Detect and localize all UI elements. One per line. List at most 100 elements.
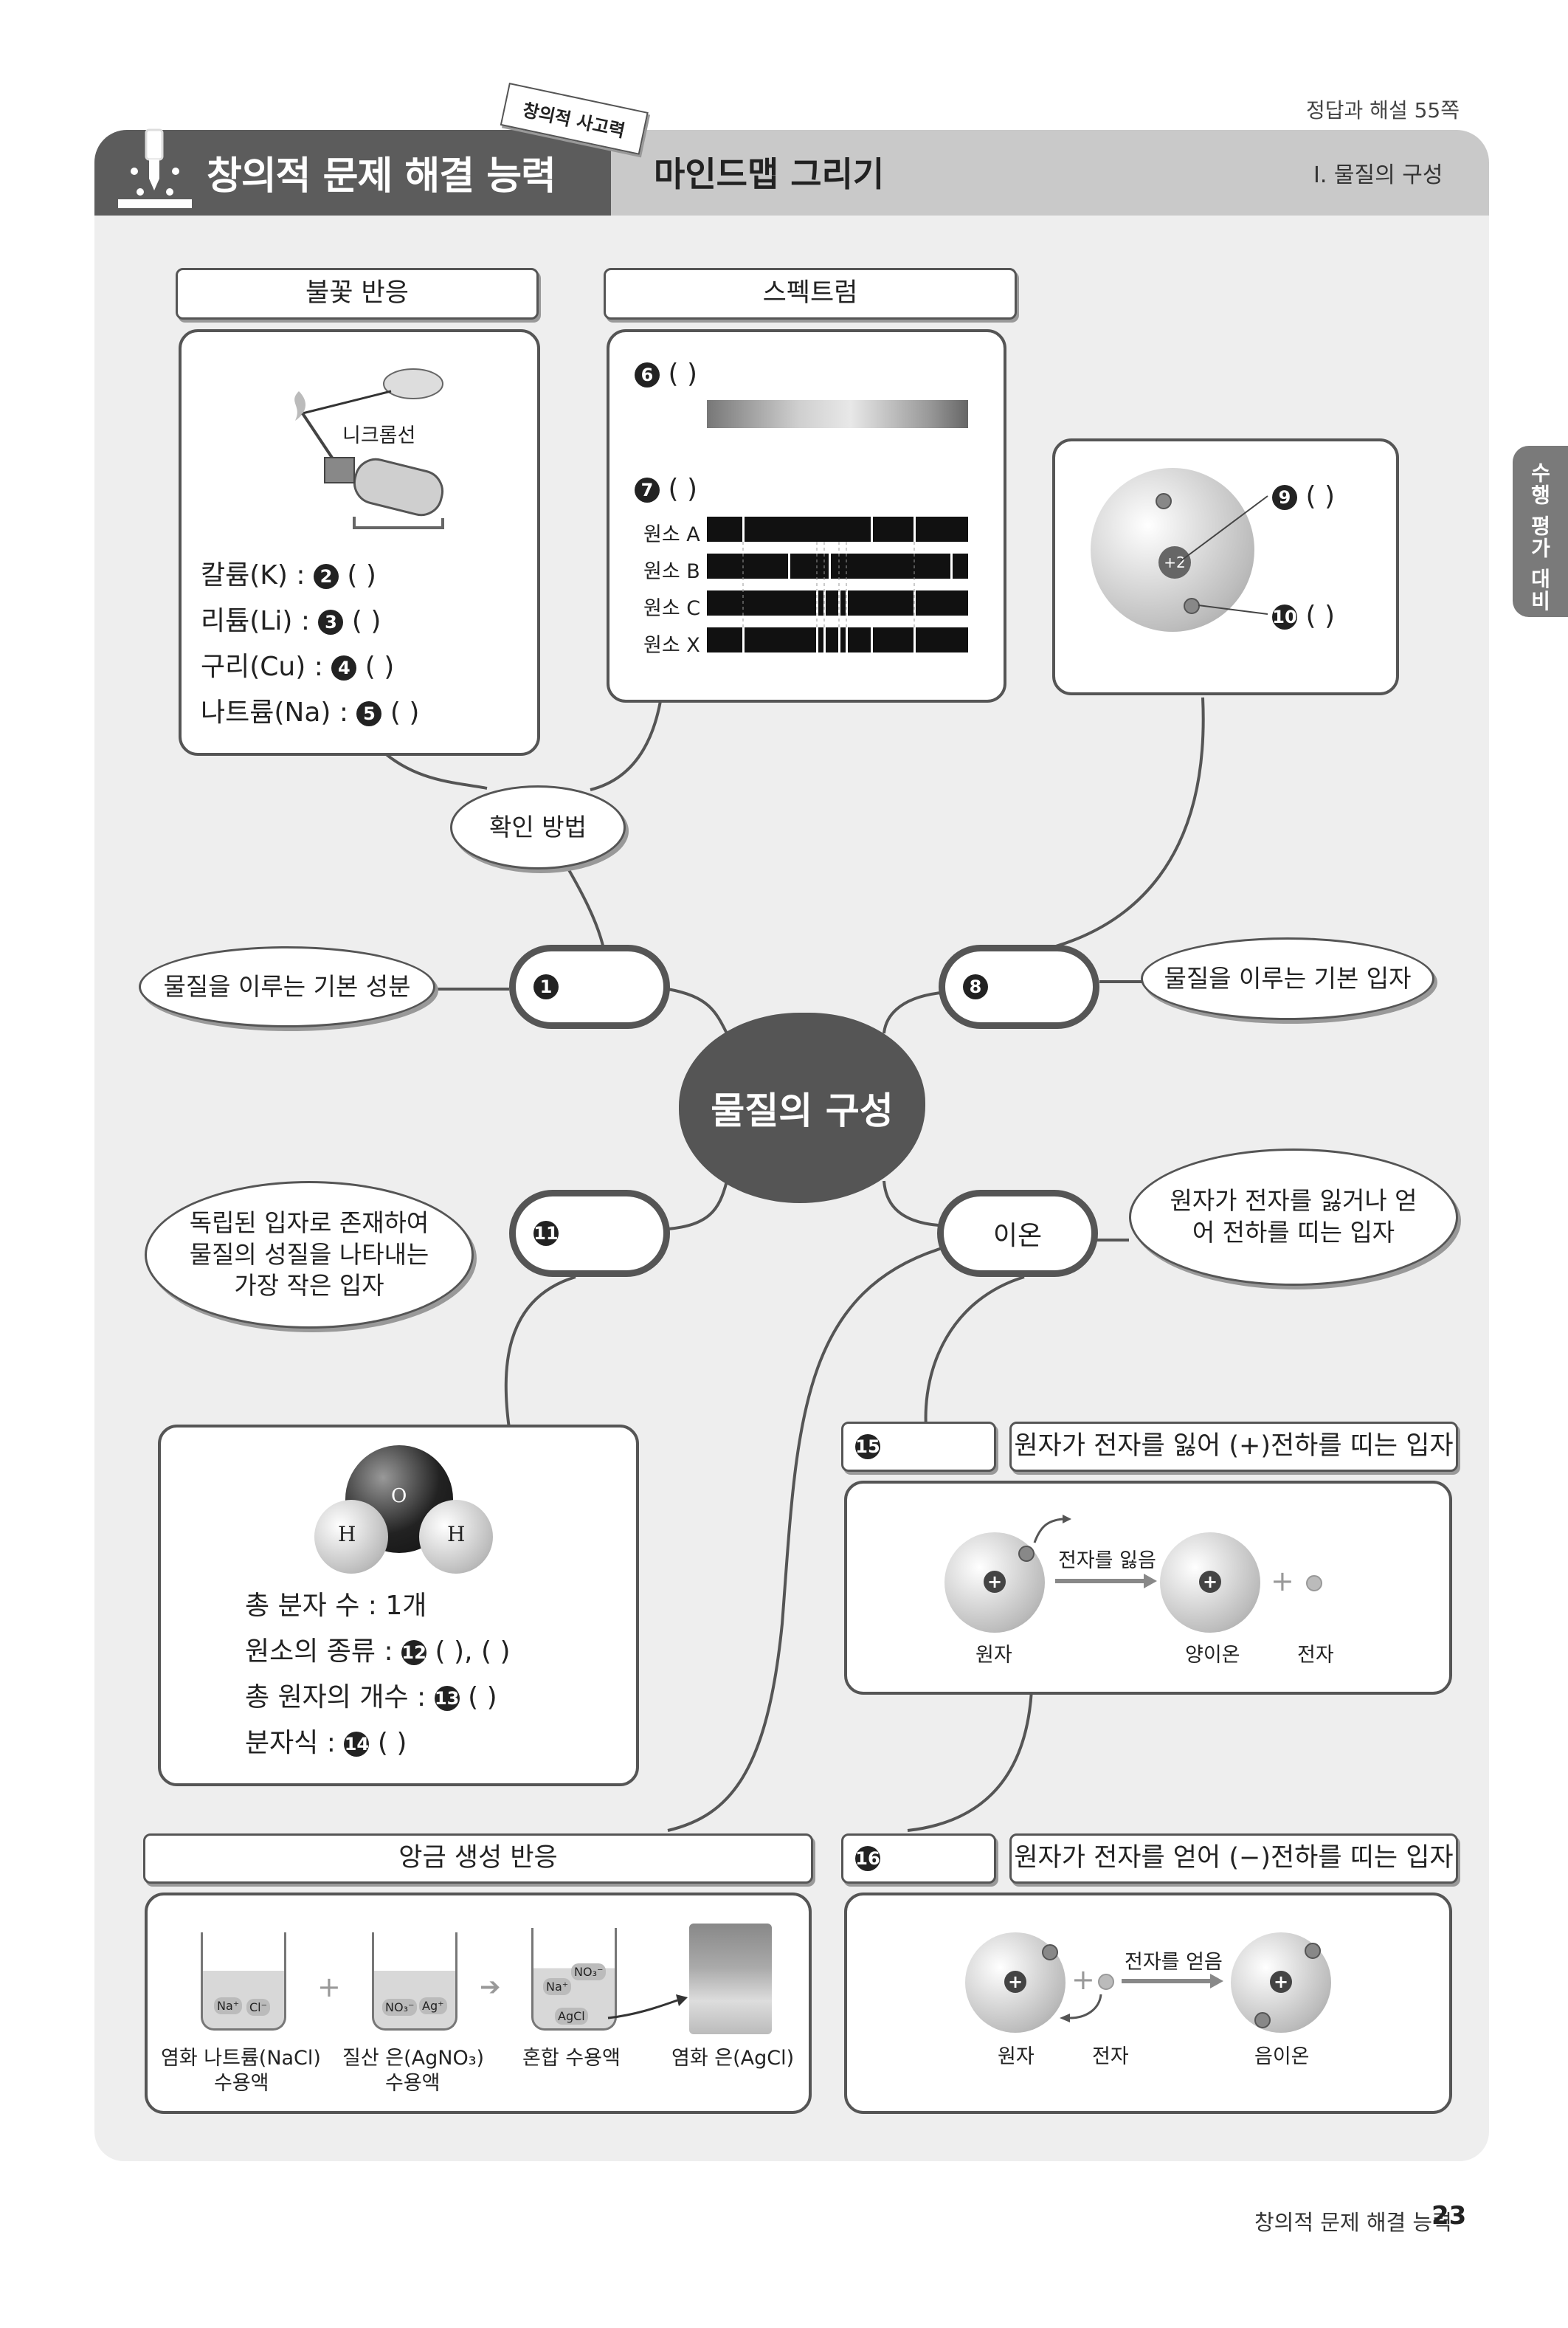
electron-icon	[1042, 1944, 1058, 1960]
cation-number-bar: 15	[841, 1422, 996, 1472]
question-number: 4	[331, 655, 357, 681]
footer-label: 창의적 문제 해결 능력	[1254, 2210, 1452, 2235]
answer-blank: ( )	[668, 359, 697, 389]
ion-label: Ag⁺	[419, 1997, 447, 2014]
nichrome-wire-label: 니크롬선	[342, 424, 416, 447]
page-subtitle: 마인드맵 그리기	[654, 154, 885, 194]
dropper-icon	[118, 127, 192, 208]
flame-item-label: 구리(Cu) :	[201, 652, 323, 682]
anion-definition: 원자가 전자를 얻어 (−)전하를 띠는 입자	[1009, 1833, 1458, 1884]
flame-item-cu: 구리(Cu) : 4 ( )	[201, 645, 394, 683]
flame-test-box	[179, 329, 540, 756]
water-formula: 분자식 : 14 ( )	[245, 1721, 407, 1760]
question-number: 2	[313, 564, 339, 589]
atom-pointer-lines	[1180, 495, 1268, 615]
question-number: 15	[855, 1434, 880, 1459]
atom-node: 8	[939, 945, 1099, 1029]
line-spectrum-x	[707, 627, 968, 652]
cation-definition: 원자가 전자를 잃어 (+)전하를 띠는 입자	[1009, 1422, 1458, 1472]
confirm-method-bubble: 확인 방법	[450, 785, 626, 869]
lose-electron-label: 전자를 잃음	[1058, 1549, 1156, 1572]
page-number: 23	[1431, 2201, 1467, 2231]
to-precipitate-arrow	[607, 1994, 688, 2019]
precipitate-label: 앙금 생성 반응	[143, 1833, 813, 1884]
question-number: 8	[963, 974, 988, 999]
electron-icon	[1305, 1943, 1321, 1959]
agcl-label: 염화 은(AgCl)	[671, 2047, 795, 2070]
anion-ion-label: 음이온	[1254, 2045, 1310, 2068]
anion-electron-label: 전자	[1092, 2045, 1129, 2068]
element-node: 1	[509, 945, 670, 1029]
lose-electron-arrow	[1033, 1515, 1157, 1588]
nucleus-charge: +2	[1164, 554, 1186, 571]
answer-blank: ( )	[351, 606, 381, 636]
answer-blank: ( )	[668, 474, 697, 504]
question-number: 12	[401, 1640, 427, 1665]
element-definition-bubble: 물질을 이루는 기본 성분	[139, 946, 435, 1027]
line-spectrum-b	[707, 554, 968, 579]
question-number: 13	[434, 1686, 460, 1711]
question-number: 9	[1272, 485, 1297, 510]
arrow-icon: ➔	[480, 1972, 501, 2002]
oxygen-label: O	[391, 1485, 407, 1507]
answer-blank: ( ), ( )	[435, 1636, 511, 1667]
question-number: 7	[635, 478, 660, 503]
question-number: 11	[533, 1221, 559, 1246]
flame-item-label: 칼륨(K) :	[201, 560, 305, 590]
question-number: 14	[344, 1732, 370, 1757]
atom-q9: 9 ( )	[1272, 481, 1335, 512]
answer-blank: ( )	[390, 698, 420, 728]
section-label: Ⅰ. 물질의 구성	[1313, 162, 1443, 188]
question-number: 10	[1272, 605, 1297, 630]
electron-icon	[1156, 493, 1172, 509]
hydrogen-atom-right	[419, 1500, 493, 1574]
atom-definition-bubble: 물질을 이루는 기본 입자	[1141, 937, 1434, 1020]
answer-blank: ( )	[468, 1682, 497, 1712]
anion-box	[844, 1893, 1452, 2114]
nucleus-icon: +	[1199, 1571, 1221, 1593]
spectrum-q7: 7 ( )	[635, 474, 697, 504]
plus-sign: +	[1271, 1565, 1294, 1597]
anion-number-bar: 16	[841, 1833, 996, 1884]
side-tab	[1513, 446, 1568, 617]
flame-item-li: 리튬(Li) : 3 ( )	[201, 599, 381, 638]
spectrum-row-label-c: 원소 C	[643, 597, 701, 620]
cation-atom-label: 원자	[975, 1644, 1012, 1667]
answer-blank: ( )	[1305, 601, 1335, 631]
molecule-node: 11	[509, 1190, 670, 1277]
question-number: 1	[533, 974, 559, 999]
nucleus-icon: +	[1270, 1971, 1292, 1993]
water-total-molecules: 총 분자 수 : 1개	[245, 1591, 427, 1621]
nacl-solution-label: 수용액	[214, 2072, 269, 2095]
ion-label: AgCl	[555, 2008, 588, 2025]
ion-node: 이온	[937, 1190, 1098, 1277]
burner-illustration	[266, 362, 457, 539]
ion-label: Na⁺	[543, 1978, 572, 1995]
spectrum-q6: 6 ( )	[635, 359, 697, 389]
water-element-types: 원소의 종류 : 12 ( ), ( )	[245, 1630, 510, 1668]
spectrum-row-label-a: 원소 A	[643, 523, 700, 546]
agno3-label: 질산 은(AgNO₃)	[342, 2047, 485, 2070]
mixture-label: 혼합 수용액	[522, 2047, 621, 2070]
spectrum-label: 스펙트럼	[604, 268, 1017, 320]
water-total-atoms: 총 원자의 개수 : 13 ( )	[245, 1676, 497, 1714]
anion-atom-label: 원자	[998, 2045, 1035, 2068]
hydrogen-label-right: H	[447, 1522, 466, 1546]
flame-item-label: 나트륨(Na) :	[201, 698, 349, 728]
beaker-agno3	[372, 1932, 457, 2031]
center-topic: 물질의 구성	[679, 1013, 925, 1203]
electron-icon	[1098, 1974, 1114, 1990]
hydrogen-atom-left	[314, 1500, 388, 1574]
nacl-label: 염화 나트륨(NaCl)	[161, 2047, 321, 2070]
page-title: 창의적 문제 해결 능력	[207, 154, 556, 199]
answer-blank: ( )	[377, 1728, 407, 1758]
agno3-solution-label: 수용액	[385, 2072, 441, 2095]
flame-test-label: 불꽃 반응	[176, 268, 539, 320]
question-number: 5	[356, 701, 382, 726]
line-spectrum-a	[707, 517, 968, 542]
ion-label: NO₃⁻	[571, 1963, 607, 1980]
gain-electron-arrow	[1060, 1974, 1223, 2022]
answer-blank: ( )	[1305, 481, 1335, 512]
agcl-test-tube-photo	[689, 1924, 772, 2034]
continuous-spectrum-bar	[707, 400, 968, 428]
